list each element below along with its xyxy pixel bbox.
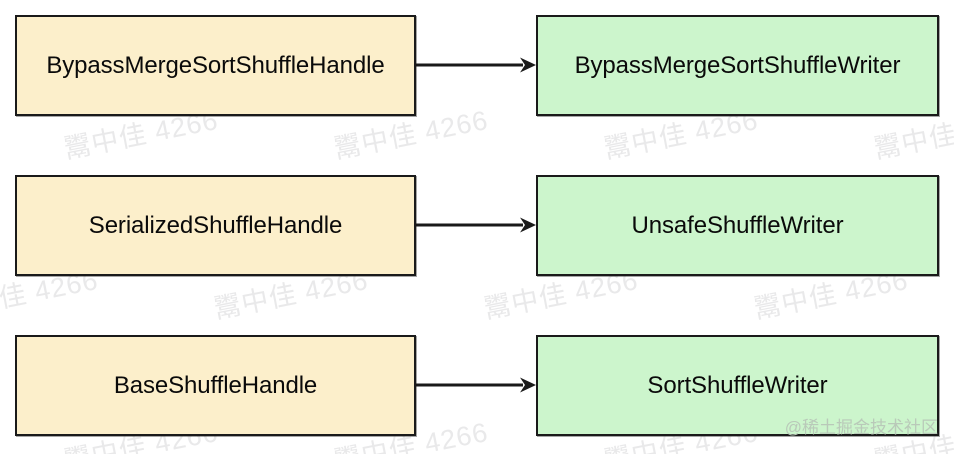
node-label: SerializedShuffleHandle	[88, 211, 343, 239]
node-bypass-writer[interactable]: BypassMergeSortShuffleWriter	[536, 15, 939, 116]
node-bypass-handle[interactable]: BypassMergeSortShuffleHandle	[15, 15, 416, 116]
node-label: SortShuffleWriter	[647, 371, 828, 399]
node-unsafe-writer[interactable]: UnsafeShuffleWriter	[536, 175, 939, 276]
credit-watermark: @稀土掘金技术社区	[784, 418, 938, 437]
node-base-handle[interactable]: BaseShuffleHandle	[15, 335, 416, 436]
arrow-edge-serialized	[416, 213, 536, 237]
node-label: BaseShuffleHandle	[113, 371, 318, 399]
node-label: BypassMergeSortShuffleHandle	[46, 51, 385, 79]
node-label: BypassMergeSortShuffleWriter	[574, 51, 901, 79]
node-serialized-handle[interactable]: SerializedShuffleHandle	[15, 175, 416, 276]
node-label: UnsafeShuffleWriter	[631, 211, 844, 239]
arrow-edge-base	[416, 373, 536, 397]
arrow-edge-bypass	[416, 53, 536, 77]
node-sort-writer[interactable]: SortShuffleWriter	[536, 335, 939, 436]
